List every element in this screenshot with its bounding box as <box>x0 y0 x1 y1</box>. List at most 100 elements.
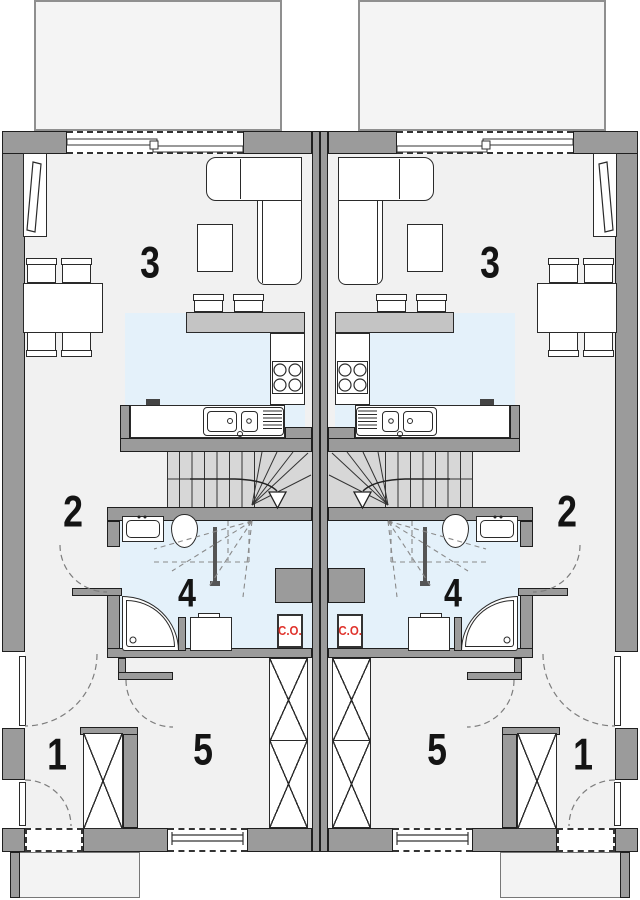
boiler-label: C.O. <box>278 624 302 638</box>
exterior-wall-left-upper <box>2 131 25 652</box>
boiler-unit: C.O. <box>337 614 363 648</box>
top-wall-party-segment <box>243 131 312 154</box>
sofa-cushion-line <box>399 159 400 199</box>
washing-machine-tab <box>420 613 442 618</box>
wardrobe-hall-lower <box>332 740 371 828</box>
bottom-wall-segment-b <box>328 828 393 852</box>
room-label-hall: 2 <box>63 486 83 537</box>
bottom-wall-segment-a <box>83 828 168 852</box>
wardrobe-vestibule <box>83 733 123 829</box>
tv-cabinet <box>23 153 47 237</box>
sofa-seat <box>206 157 302 201</box>
bathroom-sink-basin <box>480 520 514 538</box>
washing-machine <box>190 617 232 651</box>
dwelling-unit: C.O. <box>2 0 320 898</box>
vestibule-door-leaf-upper <box>614 656 621 726</box>
dining-chair <box>584 259 613 283</box>
room-label-vestibule: 1 <box>47 729 67 780</box>
dining-chair <box>61 258 92 283</box>
washing-machine-tab <box>198 613 220 618</box>
bar-counter <box>186 312 305 333</box>
room-label-bathroom: 4 <box>178 571 196 617</box>
sofa-cushion-line <box>240 159 241 199</box>
hall-L-wall-horizontal <box>467 672 522 680</box>
kitchen-stair-wall <box>328 438 520 452</box>
boiler-unit: C.O. <box>277 614 303 648</box>
dining-chair <box>584 332 613 356</box>
cooktop <box>272 361 303 394</box>
porch-pillar <box>10 852 20 898</box>
bathroom-radiator-foot <box>210 581 220 586</box>
vestibule-partition-wall <box>123 727 138 828</box>
coffee-table <box>197 224 233 272</box>
vestibule-door-leaf-lower <box>614 782 621 826</box>
room-label-living: 3 <box>140 237 160 288</box>
entry-door-opening <box>557 828 615 852</box>
vestibule-partition-wall <box>502 727 517 828</box>
boiler-label: C.O. <box>338 624 362 638</box>
duct-block <box>275 568 312 603</box>
party-wall <box>320 131 328 852</box>
bar-stool <box>193 294 224 312</box>
party-wall <box>312 131 320 852</box>
wardrobe-hall-lower <box>269 740 308 828</box>
bathroom-radiator-foot <box>420 581 430 586</box>
bottom-wall-segment-b <box>247 828 312 852</box>
bar-counter <box>335 312 454 333</box>
bottom-wall-segment-a <box>472 828 557 852</box>
kitchen-wall-jog <box>328 427 355 439</box>
washing-machine <box>408 617 450 651</box>
hall-spur-wall <box>518 588 568 596</box>
sink-bowl-small <box>241 411 258 432</box>
bar-stool <box>377 295 406 312</box>
top-wall-left-segment <box>2 131 67 154</box>
entry-porch <box>500 852 621 898</box>
wardrobe-vestibule <box>517 733 557 829</box>
dining-chair <box>26 258 57 283</box>
exterior-wall-left-mid <box>2 728 25 780</box>
dining-chair <box>549 332 578 356</box>
wardrobe-hall-upper <box>269 658 308 742</box>
terrace-door-opening <box>397 131 573 154</box>
bathroom-left-wall-lower <box>520 588 533 650</box>
dining-chair <box>549 259 578 283</box>
sofa-cushion-line2 <box>377 201 378 283</box>
dining-chair <box>61 332 92 357</box>
room-label-bathroom: 4 <box>444 571 462 617</box>
bathroom-sink-basin <box>126 520 160 538</box>
rear-hall-window <box>393 828 472 852</box>
vestibule-door-leaf-upper <box>19 656 26 726</box>
terrace <box>34 0 282 131</box>
bathroom-left-wall-upper <box>520 521 533 547</box>
bathroom-left-wall-lower <box>107 588 120 650</box>
room-label-vestibule: 1 <box>573 729 593 780</box>
bathroom-radiator <box>423 527 427 583</box>
room-label-living: 3 <box>480 237 500 288</box>
vestibule-door-leaf-lower <box>19 782 26 826</box>
exterior-wall-left-corner <box>2 828 25 852</box>
entry-porch <box>19 852 140 898</box>
top-wall-party-segment <box>328 131 397 154</box>
staircase <box>167 452 312 507</box>
room-label-rear-hall: 5 <box>427 724 447 775</box>
coffee-table <box>407 224 443 272</box>
sink-bowl-small <box>382 411 399 432</box>
top-wall-left-segment <box>573 131 638 154</box>
cooktop <box>337 361 368 394</box>
terrace-door-opening <box>67 131 243 154</box>
wardrobe-hall-upper <box>332 658 371 742</box>
room-label-hall: 2 <box>557 486 577 537</box>
sink-bowl-large <box>403 411 433 432</box>
shower-stub-wall <box>178 617 186 651</box>
kitchen-wall-jog <box>285 427 312 439</box>
porch-pillar <box>620 852 630 898</box>
exterior-wall-left-corner <box>615 828 638 852</box>
bathroom-left-wall-upper <box>107 521 120 547</box>
sink-bowl-large <box>207 411 237 432</box>
hall-L-wall-horizontal <box>118 672 173 680</box>
duct-block <box>328 568 365 603</box>
exterior-wall-left-upper <box>615 131 638 652</box>
dining-table <box>537 283 617 333</box>
bar-stool <box>233 294 264 312</box>
